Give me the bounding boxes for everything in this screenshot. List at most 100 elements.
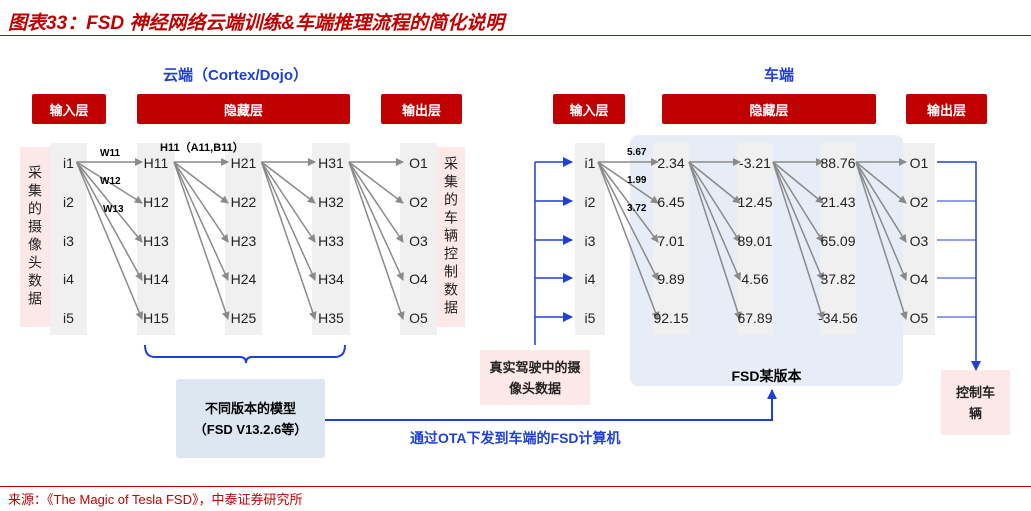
vehicle-node-inputs: i5 [585, 310, 596, 326]
cloud-weight-label: W13 [103, 204, 124, 215]
control-output-line [937, 161, 981, 371]
model-box-line1: 不同版本的模型 [204, 401, 296, 416]
cloud-column-h2 [225, 143, 262, 335]
vehicle-node-h1: 6.45 [657, 194, 684, 210]
cloud-hidden-header: 隐藏层 [137, 94, 350, 124]
vehicle-connection-arrow [597, 161, 659, 204]
cloud-connection-arrow [75, 161, 143, 281]
cloud-connection-arrow [348, 161, 405, 320]
cloud-node-inputs: i3 [63, 233, 74, 249]
vehicle-node-inputs: i1 [585, 155, 596, 171]
vehicle-connection-arrow [772, 161, 824, 243]
vehicle-connection-arrow [772, 161, 824, 281]
vehicle-output-header: 输出层 [906, 94, 987, 124]
vehicle-node-h1: 2.34 [657, 155, 684, 171]
cloud-weight-label: W12 [100, 176, 121, 187]
vehicle-output-label: 控制车辆 [941, 370, 1010, 435]
vehicle-node-inputs: i4 [585, 271, 596, 287]
vehicle-weight-label: 1.99 [627, 175, 647, 186]
cloud-node-h1: H13 [143, 233, 169, 249]
vehicle-node-inputs: i2 [585, 194, 596, 210]
cloud-node-h2: H23 [231, 233, 257, 249]
cloud-connection-arrow [173, 161, 230, 320]
cloud-connection-arrow [173, 161, 229, 243]
vehicle-node-h1: 9.89 [657, 271, 684, 287]
vehicle-weight-label: 5.67 [627, 147, 647, 158]
vehicle-connection-arrow [688, 161, 741, 281]
cloud-node-h3: H31 [318, 155, 344, 171]
cloud-node-outputs: O4 [409, 271, 428, 287]
cloud-node-h3: H32 [318, 194, 344, 210]
node-note: H11（A11,B11） [160, 142, 244, 154]
vehicle-input-label: 真实驾驶中的摄像头数据 [480, 350, 590, 405]
cloud-column-outputs [400, 143, 437, 335]
ota-flow-arrow [325, 389, 777, 421]
cloud-node-inputs: i4 [63, 271, 74, 287]
vehicle-node-h3: 65.09 [820, 233, 855, 249]
cloud-connection-arrow [348, 161, 404, 281]
vehicle-column-inputs [575, 143, 605, 335]
vehicle-connection-arrow [772, 161, 825, 320]
cloud-node-inputs: i1 [63, 155, 74, 171]
source-note: 来源：《The Magic of Tesla FSD》，中泰证券研究所 [8, 492, 303, 507]
cloud-node-h3: H35 [318, 310, 344, 326]
cloud-output-header: 输出层 [381, 94, 462, 124]
cloud-weight-label: W11 [100, 148, 120, 159]
hidden-layer-brace [144, 344, 346, 364]
vehicle-node-h2: 67.89 [737, 310, 772, 326]
cloud-connection-arrow [75, 161, 143, 243]
vehicle-node-h2: 4.56 [741, 271, 768, 287]
cloud-connection-arrow [76, 161, 143, 204]
vehicle-connection-arrow [855, 161, 907, 281]
vehicle-node-outputs: O1 [910, 155, 929, 171]
vehicle-connection-arrow [855, 161, 907, 243]
vehicle-connection-arrow [688, 161, 742, 320]
vehicle-heading: 车端 [764, 67, 795, 84]
vehicle-connection-arrow [597, 161, 659, 243]
ota-label: 通过OTA下发到车端的FSD计算机 [410, 430, 621, 446]
cloud-node-h3: H34 [318, 271, 344, 287]
cloud-connection-arrow [173, 161, 229, 204]
cloud-node-h1: H12 [143, 194, 169, 210]
cloud-connection-arrow [173, 161, 229, 281]
vehicle-hidden-header: 隐藏层 [662, 94, 876, 124]
vehicle-column-h1 [653, 143, 689, 335]
vehicle-connection-arrow [855, 161, 907, 204]
cloud-connection-arrow [260, 161, 316, 281]
cloud-output-label: 采集的车辆控制数据 [437, 147, 465, 327]
cloud-node-h1: H15 [143, 310, 169, 326]
cloud-column-inputs [50, 143, 87, 335]
title-divider [0, 35, 1031, 36]
vehicle-column-h3 [820, 143, 856, 335]
figure-title: 图表33：FSD 神经网络云端训练&车端推理流程的简化说明 [8, 13, 505, 34]
vehicle-node-h2: -3.21 [739, 155, 771, 171]
cloud-node-outputs: O5 [409, 310, 428, 326]
model-box-line2: （FSD V13.2.6等） [193, 422, 308, 437]
cloud-input-label: 采集的摄像头数据 [20, 147, 50, 327]
cloud-heading: 云端（Cortex/Dojo） [163, 67, 309, 84]
cloud-column-h1 [137, 143, 175, 335]
vehicle-node-outputs: O4 [910, 271, 929, 287]
cloud-node-h2: H22 [231, 194, 257, 210]
vehicle-node-outputs: O5 [910, 310, 929, 326]
vehicle-node-h3: -34.56 [818, 310, 858, 326]
cloud-node-inputs: i5 [63, 310, 74, 326]
cloud-node-h2: H24 [231, 271, 257, 287]
vehicle-connection-arrow [597, 161, 660, 320]
cloud-node-outputs: O1 [409, 155, 428, 171]
vehicle-column-outputs [903, 143, 935, 335]
cloud-connection-arrow [260, 161, 317, 320]
cloud-connection-arrow [261, 161, 316, 204]
cloud-node-h1: H11 [144, 155, 169, 171]
vehicle-column-h2 [737, 143, 773, 335]
cloud-node-outputs: O3 [409, 233, 428, 249]
vehicle-node-h3: 37.82 [820, 271, 855, 287]
vehicle-node-h2: 89.01 [737, 233, 772, 249]
cloud-connection-arrow [348, 161, 404, 204]
cloud-node-h3: H33 [318, 233, 344, 249]
cloud-node-h1: H14 [143, 271, 169, 287]
vehicle-node-h2: 12.45 [737, 194, 772, 210]
vehicle-node-h3: 21.43 [820, 194, 855, 210]
